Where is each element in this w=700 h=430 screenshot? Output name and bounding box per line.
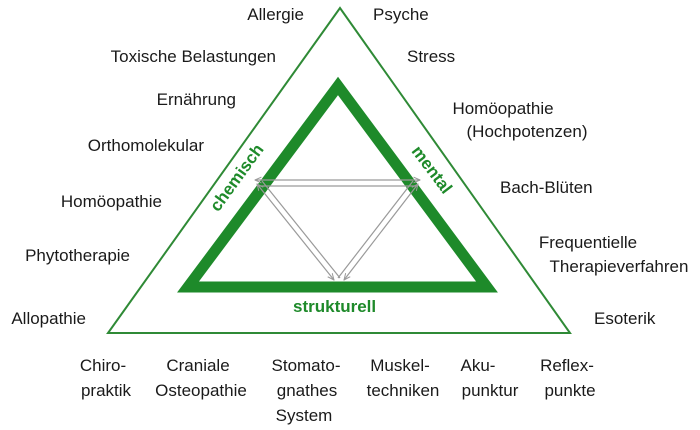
bottom-label-system: System	[275, 406, 333, 425]
right-label-therapieverfahren: Therapieverfahren	[549, 257, 689, 276]
bottom-label-gnathes: gnathes	[276, 381, 338, 400]
arrow-left-2	[261, 180, 341, 279]
bottom-label-techniken: techniken	[366, 381, 440, 400]
left-label-homoeopathie: Homöopathie	[60, 192, 162, 211]
bottom-label-stomato: Stomato-	[271, 356, 341, 375]
left-label-phytotherapie: Phytotherapie	[25, 246, 130, 265]
left-label-orthomolekular: Orthomolekular	[87, 136, 204, 155]
left-label-toxische-belastungen: Toxische Belastungen	[110, 47, 276, 66]
left-label-allergie: Allergie	[247, 5, 304, 24]
bottom-label-craniale: Craniale	[166, 356, 230, 375]
bottom-label-muskel: Muskel-	[370, 356, 430, 375]
left-label-ernaehrung: Ernährung	[156, 90, 236, 109]
bottom-label-reflex: Reflex-	[540, 356, 594, 375]
bottom-label-punktur: punktur	[461, 381, 519, 400]
arrow-left	[257, 184, 334, 280]
arrows	[255, 180, 420, 280]
bottom-label-aku: Aku-	[460, 356, 496, 375]
bottom-label-osteopathie: Osteopathie	[155, 381, 247, 400]
arrow-right-2	[337, 180, 414, 279]
right-label-psyche: Psyche	[373, 5, 429, 24]
right-label-bach-blueten: Bach-Blüten	[500, 178, 593, 197]
outer-triangle	[106, 6, 572, 334]
bottom-label-praktik: praktik	[80, 381, 132, 400]
left-label-allopathie: Allopathie	[11, 309, 86, 328]
label-strukturell: strukturell	[293, 297, 377, 316]
bottom-label-punkte: punkte	[544, 381, 596, 400]
arrow-right	[344, 184, 418, 280]
right-label-frequentielle: Frequentielle	[538, 233, 638, 252]
right-label-homoeopathie: Homöopathie	[452, 99, 554, 118]
bottom-label-chiro: Chiro-	[79, 356, 127, 375]
right-label-hochpotenzen: (Hochpotenzen)	[466, 122, 588, 141]
right-label-stress: Stress	[407, 47, 456, 66]
right-label-esoterik: Esoterik	[594, 309, 656, 328]
